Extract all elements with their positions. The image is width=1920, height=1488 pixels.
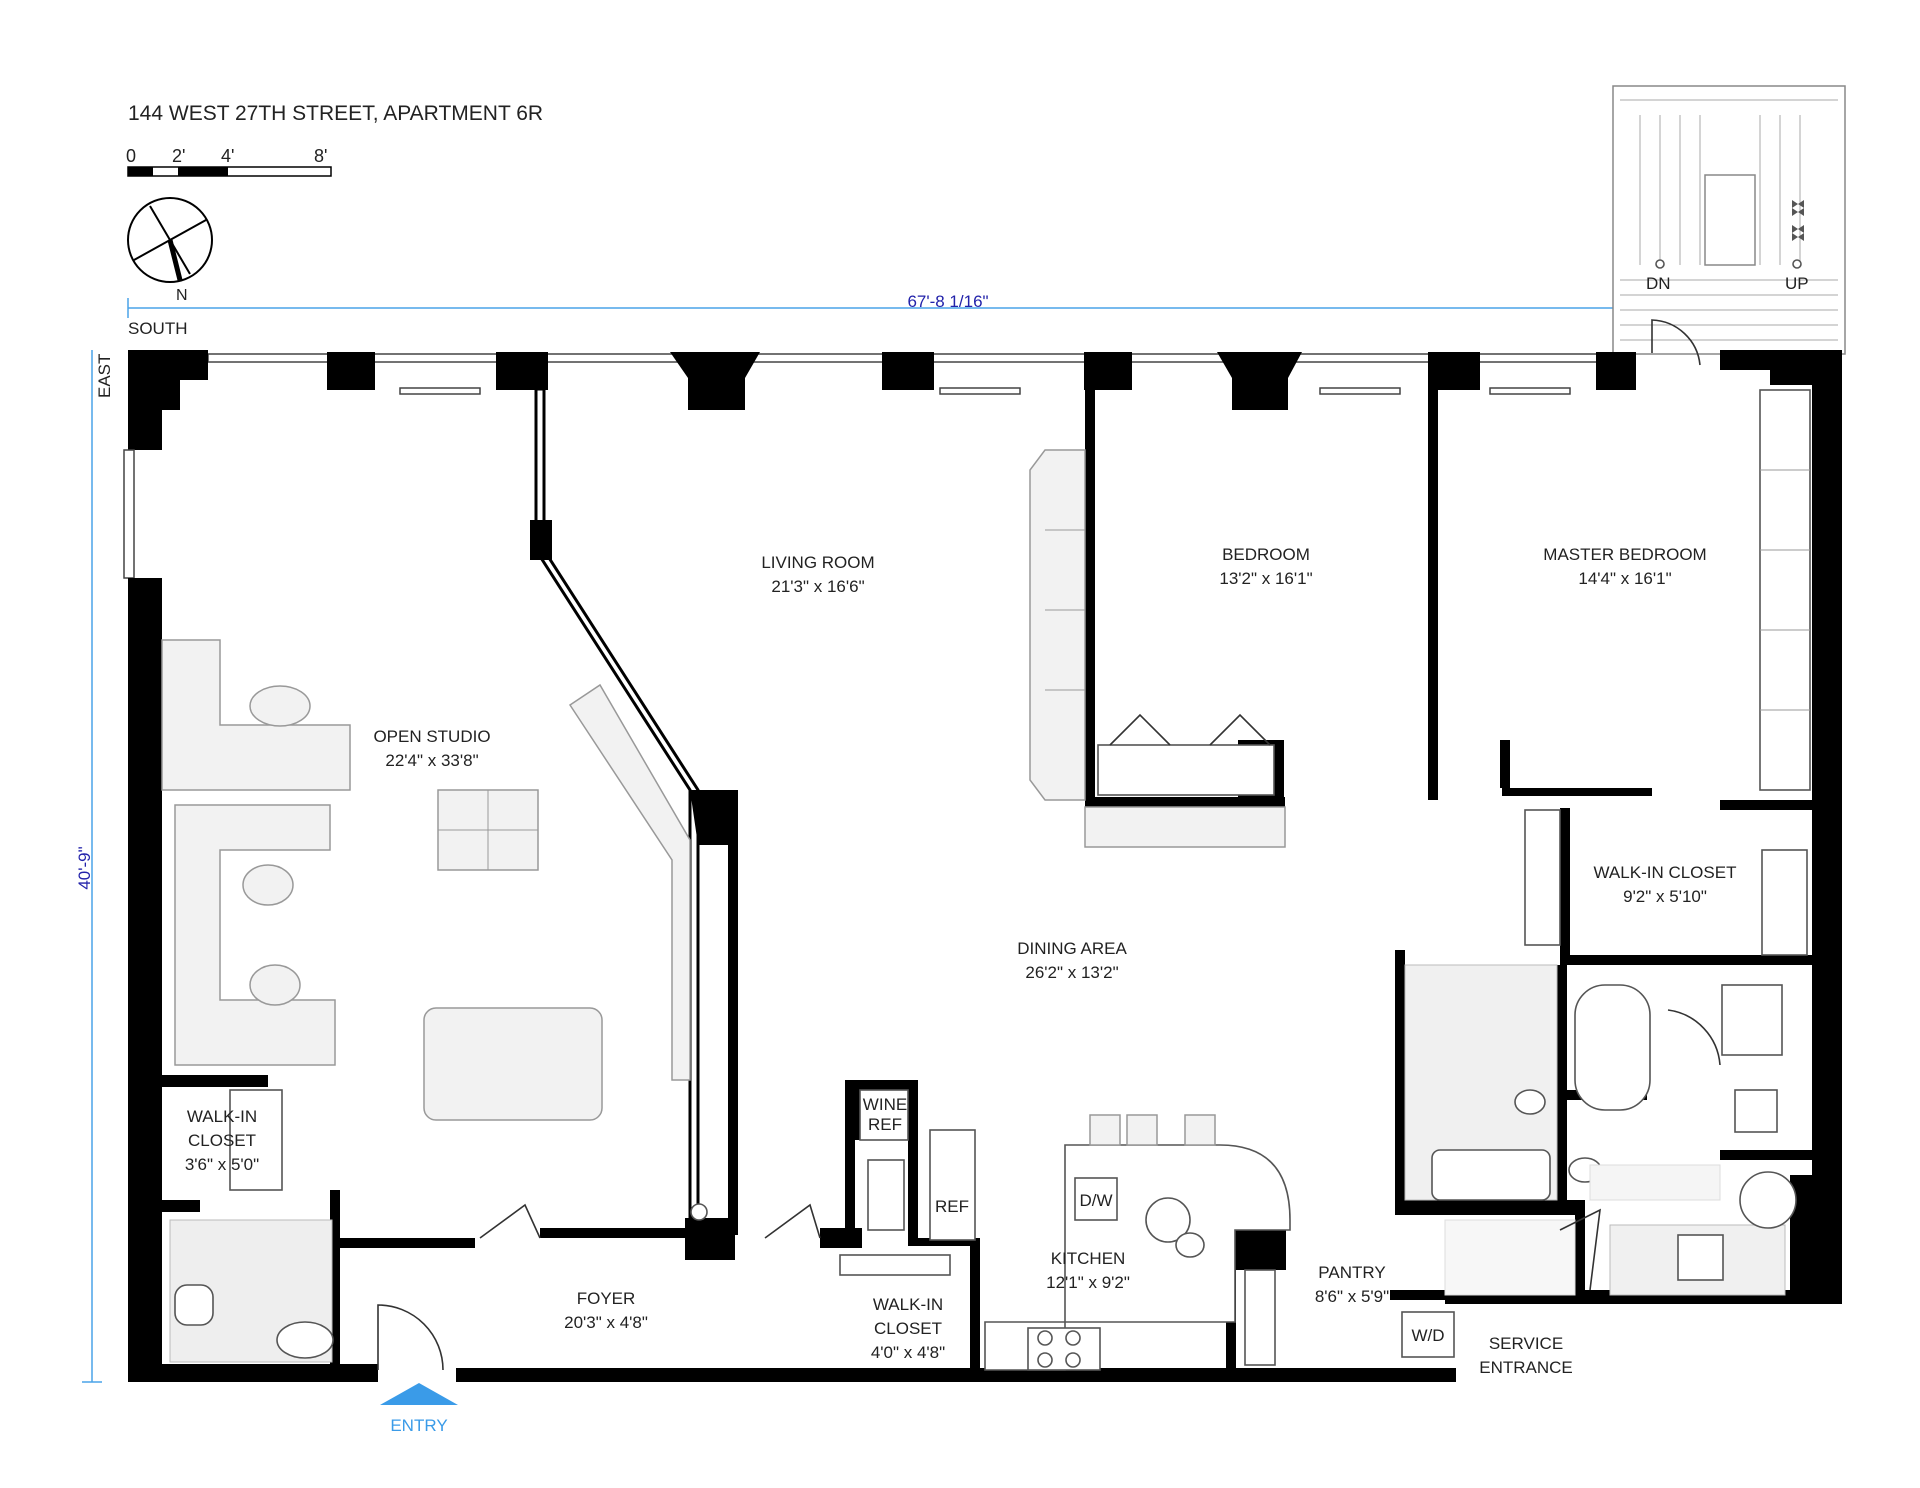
wine-ref-label-1: WINE xyxy=(863,1095,907,1114)
scale-label-2: 2' xyxy=(172,146,185,166)
entry-label: ENTRY xyxy=(390,1416,447,1435)
stairwell: DN UP xyxy=(1612,85,1846,355)
foyer-closet-line2: CLOSET xyxy=(874,1319,942,1338)
foyer-closet xyxy=(839,1089,976,1276)
dining-area-name: DINING AREA xyxy=(1017,939,1127,958)
scale-label-0: 0 xyxy=(126,146,136,166)
living-room-name: LIVING ROOM xyxy=(761,553,874,572)
studio-closet-line1: WALK-IN xyxy=(187,1107,257,1126)
washer-dryer-label: W/D xyxy=(1411,1326,1444,1345)
bedroom-closet xyxy=(1084,713,1286,848)
stairs-down-label: DN xyxy=(1646,274,1671,293)
kitchen-size: 12'1" x 9'2" xyxy=(1046,1273,1130,1292)
master-bath xyxy=(1404,964,1797,1296)
height-dimension: 40'-9" xyxy=(75,350,102,1383)
bedroom-size: 13'2" x 16'1" xyxy=(1219,569,1312,588)
foyer-closet-line1: WALK-IN xyxy=(873,1295,943,1314)
dishwasher-label: D/W xyxy=(1079,1191,1112,1210)
foyer-size: 20'3" x 4'8" xyxy=(564,1313,648,1332)
pantry-name: PANTRY xyxy=(1318,1263,1385,1282)
stairs-up-label: UP xyxy=(1785,274,1809,293)
pantry-size: 8'6" x 5'9" xyxy=(1315,1287,1389,1306)
compass-icon: N xyxy=(127,197,213,304)
walls xyxy=(123,350,1842,1382)
height-dimension-label: 40'-9" xyxy=(75,846,94,889)
kitchen-name: KITCHEN xyxy=(1051,1249,1126,1268)
wine-ref-label-2: REF xyxy=(868,1115,902,1134)
studio-closet-size: 3'6" x 5'0" xyxy=(185,1155,259,1174)
open-studio-size: 22'4" x 33'8" xyxy=(385,751,478,770)
south-label: SOUTH xyxy=(128,319,188,338)
bedroom-name: BEDROOM xyxy=(1222,545,1310,564)
master-bedroom-name: MASTER BEDROOM xyxy=(1543,545,1706,564)
studio-furniture xyxy=(161,639,708,1221)
ref-label: REF xyxy=(935,1197,969,1216)
living-room-size: 21'3" x 16'6" xyxy=(771,577,864,596)
foyer-name: FOYER xyxy=(577,1289,636,1308)
master-walkin-closet-size: 9'2" x 5'10" xyxy=(1623,887,1707,906)
doors xyxy=(377,319,1721,1371)
master-bedroom-size: 14'4" x 16'1" xyxy=(1578,569,1671,588)
living-room-bookcase xyxy=(399,387,1571,801)
service-entrance-line2: ENTRANCE xyxy=(1479,1358,1573,1377)
compass-north-label: N xyxy=(176,287,188,304)
width-dimension: 67'-8 1/16" xyxy=(127,292,1843,318)
service-entrance-line1: SERVICE xyxy=(1489,1334,1563,1353)
scale-label-8: 8' xyxy=(314,146,327,166)
entry-arrow-icon xyxy=(380,1383,458,1405)
scale-bar: 0 2' 4' 8' xyxy=(126,146,332,177)
width-dimension-label: 67'-8 1/16" xyxy=(907,292,988,311)
master-closet xyxy=(1524,389,1811,956)
dining-area-size: 26'2" x 13'2" xyxy=(1025,963,1118,982)
master-walkin-closet-name: WALK-IN CLOSET xyxy=(1594,863,1737,882)
plan-title: 144 WEST 27TH STREET, APARTMENT 6R xyxy=(128,102,543,125)
scale-label-4: 4' xyxy=(221,146,234,166)
foyer-closet-size: 4'0" x 4'8" xyxy=(871,1343,945,1362)
studio-closet-line2: CLOSET xyxy=(188,1131,256,1150)
powder-room xyxy=(169,1089,334,1363)
east-label: EAST xyxy=(95,354,114,398)
kitchen-fixtures xyxy=(984,1114,1455,1371)
open-studio-name: OPEN STUDIO xyxy=(373,727,490,746)
